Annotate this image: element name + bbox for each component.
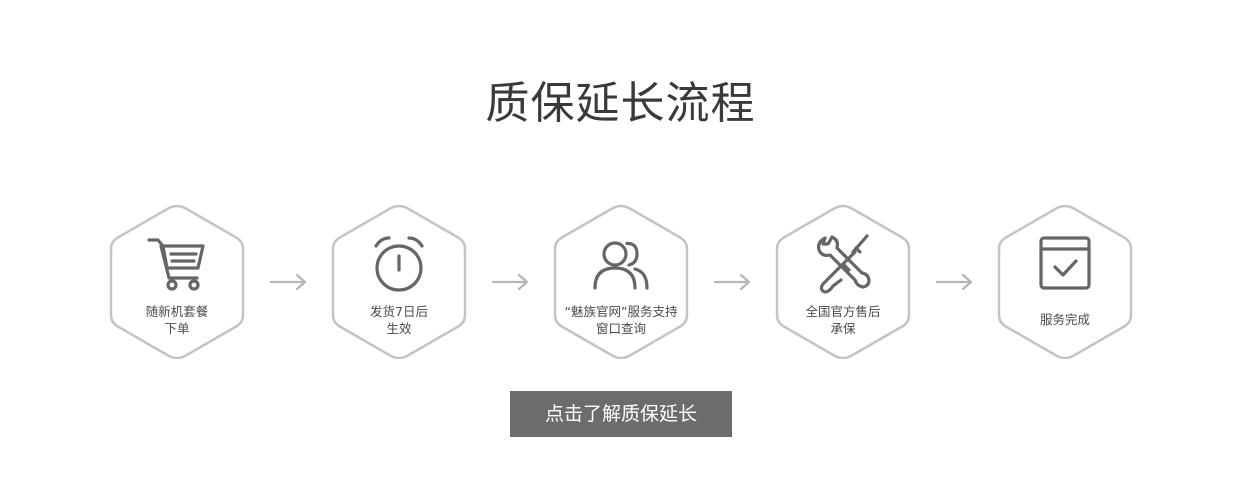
shopping-cart-icon — [145, 232, 209, 296]
page-title: 质保延长流程 — [485, 78, 756, 129]
step-national-official-after-sales: 全国官方售后 承保 — [775, 205, 911, 359]
arrow-right-icon — [269, 273, 307, 291]
calendar-check-icon — [1033, 232, 1097, 296]
users-icon — [589, 232, 653, 296]
step-service-completed: 服务完成 — [997, 205, 1133, 359]
hexagon-frame — [775, 205, 911, 359]
step-label: 全国官方售后 承保 — [805, 304, 881, 336]
step-label: “魅族官网”服务支持 窗口查询 — [564, 304, 678, 336]
alarm-clock-icon — [367, 232, 431, 296]
step-label: 随新机套餐 下单 — [145, 304, 209, 336]
learn-more-warranty-extension-button[interactable]: 点击了解质保延长 — [510, 391, 732, 437]
arrow-right-icon — [713, 273, 751, 291]
hexagon-frame — [109, 205, 245, 359]
arrow-right-icon — [935, 273, 973, 291]
step-label: 发货7日后 生效 — [370, 304, 428, 336]
step-order-with-new-phone-bundle: 随新机套餐 下单 — [109, 205, 245, 359]
hexagon-frame — [997, 205, 1133, 359]
hexagon-frame — [331, 205, 467, 359]
tools-icon — [811, 232, 875, 296]
hexagon-frame — [553, 205, 689, 359]
step-effective-after-7-days: 发货7日后 生效 — [331, 205, 467, 359]
step-official-site-service-query: “魅族官网”服务支持 窗口查询 — [553, 205, 689, 359]
arrow-right-icon — [491, 273, 529, 291]
step-label: 服务完成 — [1039, 312, 1090, 327]
